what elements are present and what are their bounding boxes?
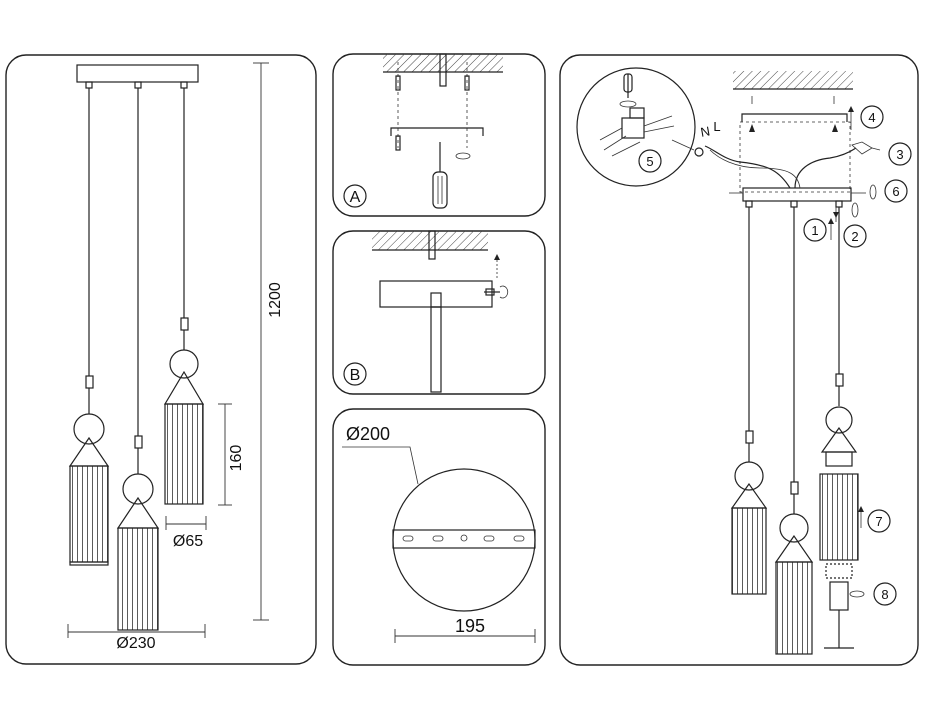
step-a-panel: A <box>332 53 546 217</box>
step-number-1: 1 <box>811 223 818 238</box>
terminal-block-detail <box>576 67 696 187</box>
rotate-icon-6 <box>869 184 877 200</box>
assembly-pendant-right <box>819 207 859 649</box>
wire-label-l: L <box>713 119 720 134</box>
shade-diameter-label: Ø65 <box>173 533 203 550</box>
wire-label-n: N <box>699 123 711 139</box>
rotate-icon-2 <box>851 202 859 218</box>
canopy-diameter-label: Ø200 <box>346 424 390 444</box>
step-number-7: 7 <box>875 514 882 529</box>
overview-panel: 1200 160 Ø65 Ø230 <box>5 54 317 665</box>
step-number-3: 3 <box>896 147 903 162</box>
step-numbers: 4 3 6 1 2 5 7 8 <box>638 105 912 606</box>
step-a-label: A <box>350 189 361 206</box>
step-number-8: 8 <box>881 587 888 602</box>
height-dimension: 1200 <box>253 62 284 621</box>
wall-anchors <box>395 62 470 151</box>
step-number-4: 4 <box>868 110 875 125</box>
pendant-right <box>163 88 205 505</box>
pendant-left <box>68 88 110 566</box>
assembly-pendant-left <box>730 207 768 595</box>
shade-diameter-dimension: Ø65 <box>165 516 207 550</box>
screwdriver-icon <box>432 142 448 209</box>
height-label: 1200 <box>267 282 284 318</box>
shade-height-dimension: 160 <box>218 403 245 506</box>
assembly-panel: L N <box>559 54 919 666</box>
step-b-panel: B <box>332 230 546 395</box>
step-b-label: B <box>350 367 361 384</box>
step-number-6: 6 <box>892 184 899 199</box>
wire-connector-icon <box>851 141 881 155</box>
plate-width-label: 195 <box>455 616 485 636</box>
rotate-arrow-icon <box>499 285 509 299</box>
step-number-5: 5 <box>646 154 653 169</box>
mounting-bracket <box>390 127 484 136</box>
spread-diameter-dimension: Ø230 <box>67 624 206 652</box>
mounting-strip <box>392 529 536 549</box>
step-number-2: 2 <box>851 229 858 244</box>
canopy-detail-panel: Ø200 195 <box>332 408 546 666</box>
supply-wires <box>794 147 857 189</box>
pendant-middle <box>116 88 160 631</box>
glass-shade <box>819 473 859 561</box>
assembly-pendant-middle <box>774 207 814 655</box>
shade-height-label: 160 <box>228 445 245 472</box>
spread-diameter-label: Ø230 <box>116 635 155 652</box>
